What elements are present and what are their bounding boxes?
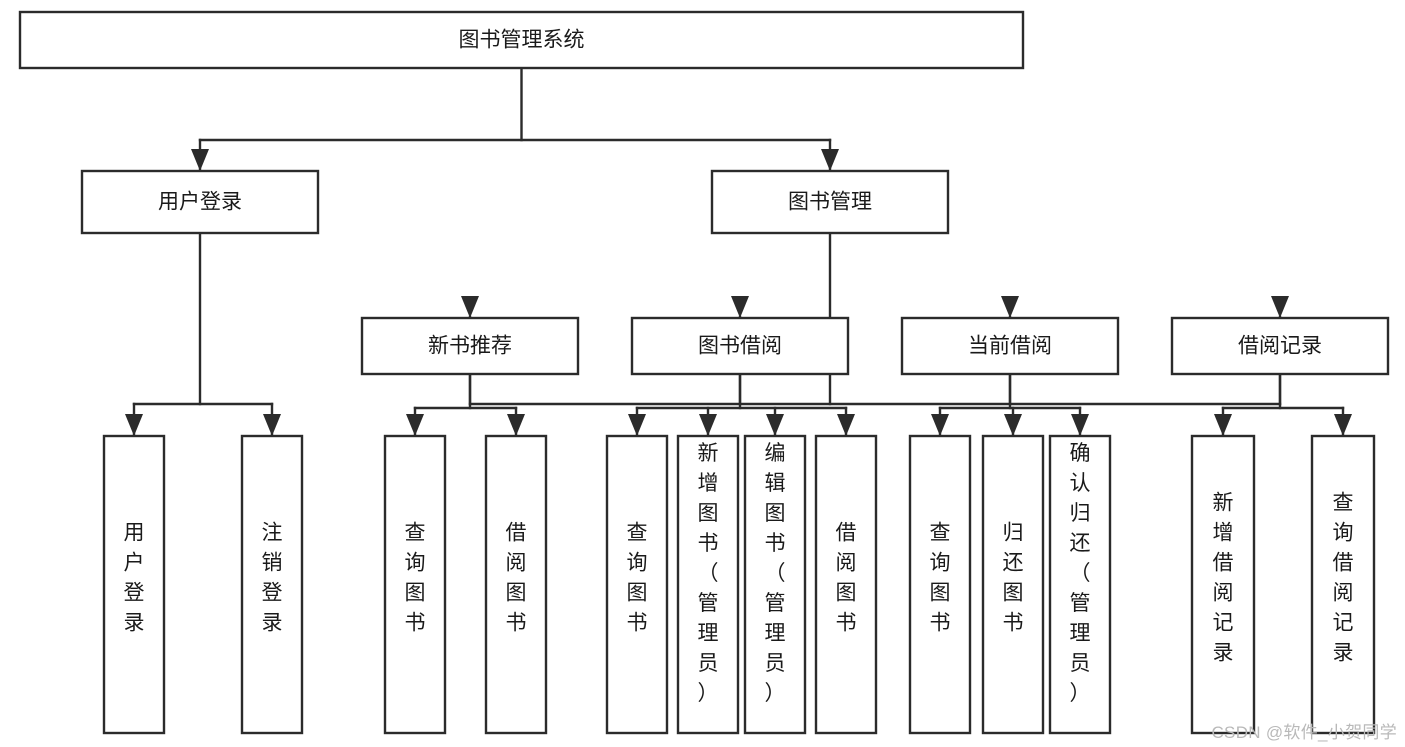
arrow-head-icon — [1334, 414, 1352, 436]
node-box[interactable] — [710, 169, 950, 235]
node-label: 图书借阅 — [698, 335, 782, 358]
node-box[interactable] — [676, 434, 740, 735]
arrow-head-icon — [461, 296, 479, 318]
arrow-head-icon — [191, 149, 209, 171]
node-box[interactable] — [743, 434, 807, 735]
node-leaf-query-record[interactable]: 查询借阅记录 — [1310, 434, 1376, 735]
node-label: 借阅图书 — [836, 522, 857, 635]
node-label: 查询图书 — [627, 522, 648, 635]
arrow-head-icon — [837, 414, 855, 436]
node-box[interactable] — [1310, 434, 1376, 735]
node-label: 用户登录 — [158, 191, 242, 214]
node-label: 新书推荐 — [428, 335, 512, 358]
arrow-head-icon — [931, 414, 949, 436]
arrow-head-icon — [1214, 414, 1232, 436]
arrow-head-icon — [699, 414, 717, 436]
node-box[interactable] — [605, 434, 669, 735]
node-box[interactable] — [383, 434, 447, 735]
arrow-head-icon — [731, 296, 749, 318]
node-box[interactable] — [981, 434, 1045, 735]
node-user-login[interactable]: 用户登录 — [80, 169, 320, 235]
node-label: 借阅记录 — [1238, 335, 1322, 358]
node-label: 图书管理系统 — [459, 29, 585, 52]
node-box[interactable] — [80, 169, 320, 235]
arrow-head-icon — [821, 149, 839, 171]
node-box[interactable] — [102, 434, 166, 735]
node-label: 用户登录 — [124, 522, 145, 635]
node-leaf-add-record[interactable]: 新增借阅记录 — [1190, 434, 1256, 735]
arrow-head-icon — [125, 414, 143, 436]
arrow-head-icon — [1071, 414, 1089, 436]
node-box[interactable] — [1190, 434, 1256, 735]
node-book-manage[interactable]: 图书管理 — [710, 169, 950, 235]
node-leaf-edit-book[interactable]: 编辑图书（管理员） — [743, 434, 807, 735]
node-box[interactable] — [360, 316, 580, 376]
node-box[interactable] — [240, 434, 304, 735]
node-label: 图书管理 — [788, 191, 872, 214]
node-leaf-query-book-2[interactable]: 查询图书 — [605, 434, 669, 735]
node-label: 查询借阅记录 — [1333, 492, 1354, 665]
node-label: 新增借阅记录 — [1213, 492, 1234, 665]
node-box[interactable] — [18, 10, 1025, 70]
node-layer: 图书管理系统用户登录图书管理新书推荐图书借阅当前借阅借阅记录用户登录注销登录查询… — [18, 10, 1390, 735]
node-book-borrow[interactable]: 图书借阅 — [630, 316, 850, 376]
node-leaf-query-book-1[interactable]: 查询图书 — [383, 434, 447, 735]
arrow-head-icon — [1001, 296, 1019, 318]
node-label: 借阅图书 — [506, 522, 527, 635]
node-leaf-user-login[interactable]: 用户登录 — [102, 434, 166, 735]
node-label: 查询图书 — [405, 522, 426, 635]
node-leaf-return-book[interactable]: 归还图书 — [981, 434, 1045, 735]
arrow-head-icon — [406, 414, 424, 436]
node-leaf-confirm-return[interactable]: 确认归还（管理员） — [1048, 434, 1112, 735]
arrow-head-icon — [507, 414, 525, 436]
node-label: 归还图书 — [1003, 522, 1024, 635]
node-leaf-query-book-3[interactable]: 查询图书 — [908, 434, 972, 735]
node-new-book-recommend[interactable]: 新书推荐 — [360, 316, 580, 376]
node-box[interactable] — [630, 316, 850, 376]
node-box[interactable] — [900, 316, 1120, 376]
node-box[interactable] — [814, 434, 878, 735]
node-label: 查询图书 — [930, 522, 951, 635]
node-borrow-record[interactable]: 借阅记录 — [1170, 316, 1390, 376]
node-box[interactable] — [484, 434, 548, 735]
arrow-head-icon — [263, 414, 281, 436]
node-leaf-user-logout[interactable]: 注销登录 — [240, 434, 304, 735]
arrow-head-icon — [1004, 414, 1022, 436]
node-leaf-add-book[interactable]: 新增图书（管理员） — [676, 434, 740, 735]
node-root[interactable]: 图书管理系统 — [18, 10, 1025, 70]
node-box[interactable] — [1170, 316, 1390, 376]
node-label: 注销登录 — [262, 522, 283, 635]
node-label: 新增图书（管理员） — [698, 442, 719, 705]
node-label: 当前借阅 — [968, 335, 1052, 358]
node-current-borrow[interactable]: 当前借阅 — [900, 316, 1120, 376]
node-leaf-borrow-book-1[interactable]: 借阅图书 — [484, 434, 548, 735]
node-label: 编辑图书（管理员） — [765, 442, 786, 705]
node-leaf-borrow-book-2[interactable]: 借阅图书 — [814, 434, 878, 735]
arrow-head-icon — [628, 414, 646, 436]
node-box[interactable] — [1048, 434, 1112, 735]
node-box[interactable] — [908, 434, 972, 735]
connector-layer — [125, 66, 1352, 437]
node-label: 确认归还（管理员） — [1070, 442, 1091, 705]
arrow-head-icon — [1271, 296, 1289, 318]
arrow-head-icon — [766, 414, 784, 436]
